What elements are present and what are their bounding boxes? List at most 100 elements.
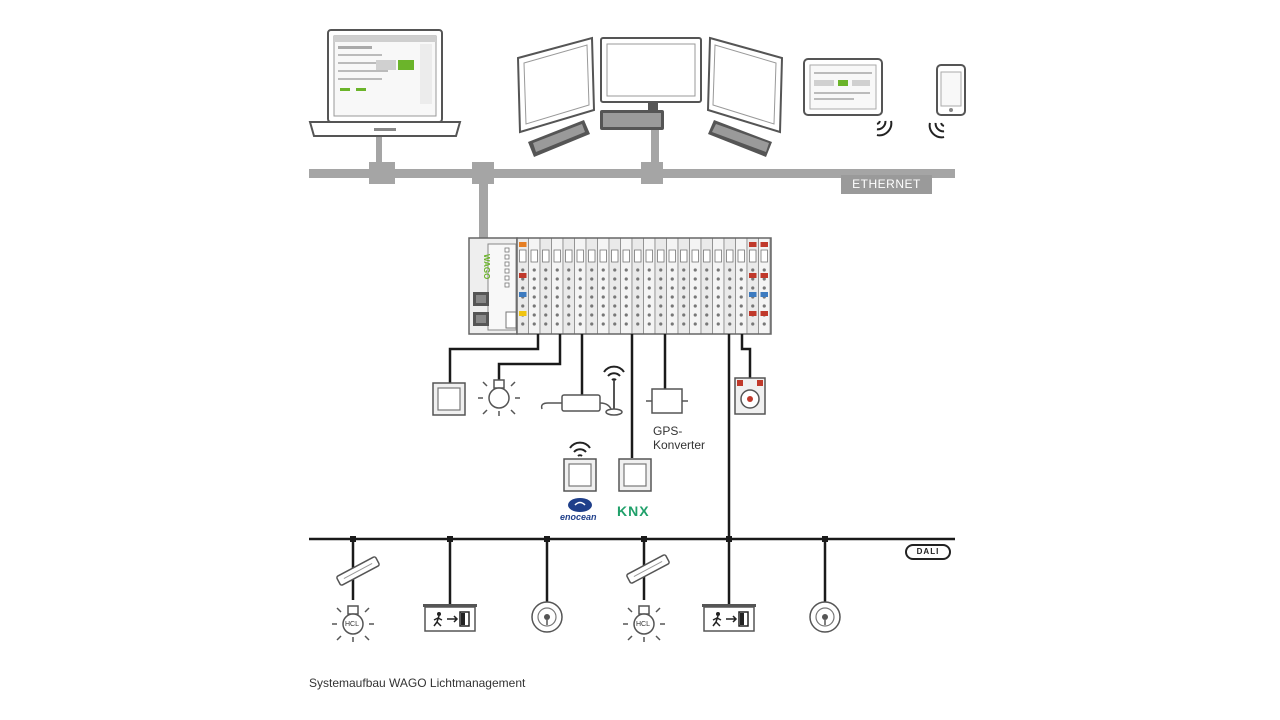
io-terminal [739, 295, 743, 299]
io-terminal [647, 304, 651, 308]
io-module-label-slot [645, 249, 653, 263]
io-terminal [601, 277, 605, 281]
gps-label-line2: Konverter [653, 438, 706, 452]
io-terminal [532, 304, 536, 308]
io-terminal [728, 277, 732, 281]
io-module-label-slot [553, 249, 561, 263]
io-terminal [670, 304, 674, 308]
io-terminal [567, 313, 571, 317]
io-terminal [705, 313, 709, 317]
io-terminal [521, 286, 525, 290]
io-module-accent [760, 242, 768, 247]
io-terminal [578, 322, 582, 326]
io-terminal [682, 268, 686, 272]
io-terminal [567, 286, 571, 290]
io-terminal [532, 286, 536, 290]
tablet-icon [803, 58, 896, 140]
exit-sign-2-icon [701, 603, 757, 632]
io-module-label-slot [634, 249, 642, 263]
io-terminal [624, 322, 628, 326]
io-terminal [682, 304, 686, 308]
io-terminal [544, 295, 548, 299]
io-terminal [636, 268, 640, 272]
io-terminal [613, 304, 617, 308]
io-terminal [647, 322, 651, 326]
ethernet-bus [309, 124, 955, 239]
dali-bus [309, 536, 955, 604]
io-module-accent [749, 273, 757, 278]
io-terminal [762, 286, 766, 290]
io-module-label-slot [760, 249, 768, 263]
io-module-label-slot [749, 249, 757, 263]
io-terminal [636, 304, 640, 308]
io-terminal [590, 295, 594, 299]
io-terminal [659, 313, 663, 317]
io-terminal [590, 322, 594, 326]
io-module-label-slot [714, 249, 722, 263]
io-terminal [762, 322, 766, 326]
io-terminal [624, 277, 628, 281]
io-terminal [601, 322, 605, 326]
io-terminal [567, 295, 571, 299]
io-terminal [751, 277, 755, 281]
io-terminal [659, 277, 663, 281]
knx-switch-icon [618, 458, 652, 492]
io-terminal [555, 286, 559, 290]
wall-switch-icon [432, 382, 466, 416]
io-terminal [521, 304, 525, 308]
io-module-label-slot [565, 249, 573, 263]
io-terminal [613, 322, 617, 326]
io-terminal [578, 286, 582, 290]
io-terminal [705, 295, 709, 299]
figure-caption: Systemaufbau WAGO Lichtmanagement [309, 676, 526, 690]
io-terminal [567, 322, 571, 326]
io-module-accent [760, 273, 768, 278]
io-terminal [590, 304, 594, 308]
io-module-accent [519, 242, 527, 247]
io-terminal [555, 277, 559, 281]
io-module-label-slot [691, 249, 699, 263]
io-terminal [613, 295, 617, 299]
io-terminal [659, 304, 663, 308]
controller-led [504, 261, 510, 267]
wago-logo: WAGO [482, 254, 491, 280]
io-terminal [739, 268, 743, 272]
io-terminal [532, 295, 536, 299]
dali-ballast-1-icon [335, 555, 381, 587]
downlight-2-icon [809, 601, 841, 633]
io-module-label-slot [737, 249, 745, 263]
io-terminal [728, 286, 732, 290]
io-terminal [532, 313, 536, 317]
controller-led [504, 282, 510, 288]
io-terminal [739, 277, 743, 281]
io-terminal [613, 313, 617, 317]
io-terminal [544, 268, 548, 272]
io-terminal [659, 295, 663, 299]
monitor-left-icon [516, 36, 596, 157]
io-terminal [762, 268, 766, 272]
io-terminal [555, 295, 559, 299]
io-terminal [659, 322, 663, 326]
io-module-label-slot [599, 249, 607, 263]
io-terminal [601, 313, 605, 317]
dali-label: DALI [905, 544, 951, 560]
io-terminal [555, 322, 559, 326]
io-terminal [716, 313, 720, 317]
io-terminal [590, 286, 594, 290]
io-terminal [578, 277, 582, 281]
io-terminal [670, 268, 674, 272]
io-terminal [578, 268, 582, 272]
io-terminal [532, 268, 536, 272]
io-terminal [762, 304, 766, 308]
exit-sign-1-icon [422, 603, 478, 632]
io-terminal [739, 313, 743, 317]
io-module-accent [519, 292, 527, 297]
io-module-label-slot [542, 249, 550, 263]
io-terminal [705, 277, 709, 281]
io-terminal [705, 322, 709, 326]
io-terminal [739, 286, 743, 290]
io-terminal [739, 322, 743, 326]
io-terminal [659, 286, 663, 290]
io-module-accent [760, 292, 768, 297]
controller-led [504, 275, 510, 281]
